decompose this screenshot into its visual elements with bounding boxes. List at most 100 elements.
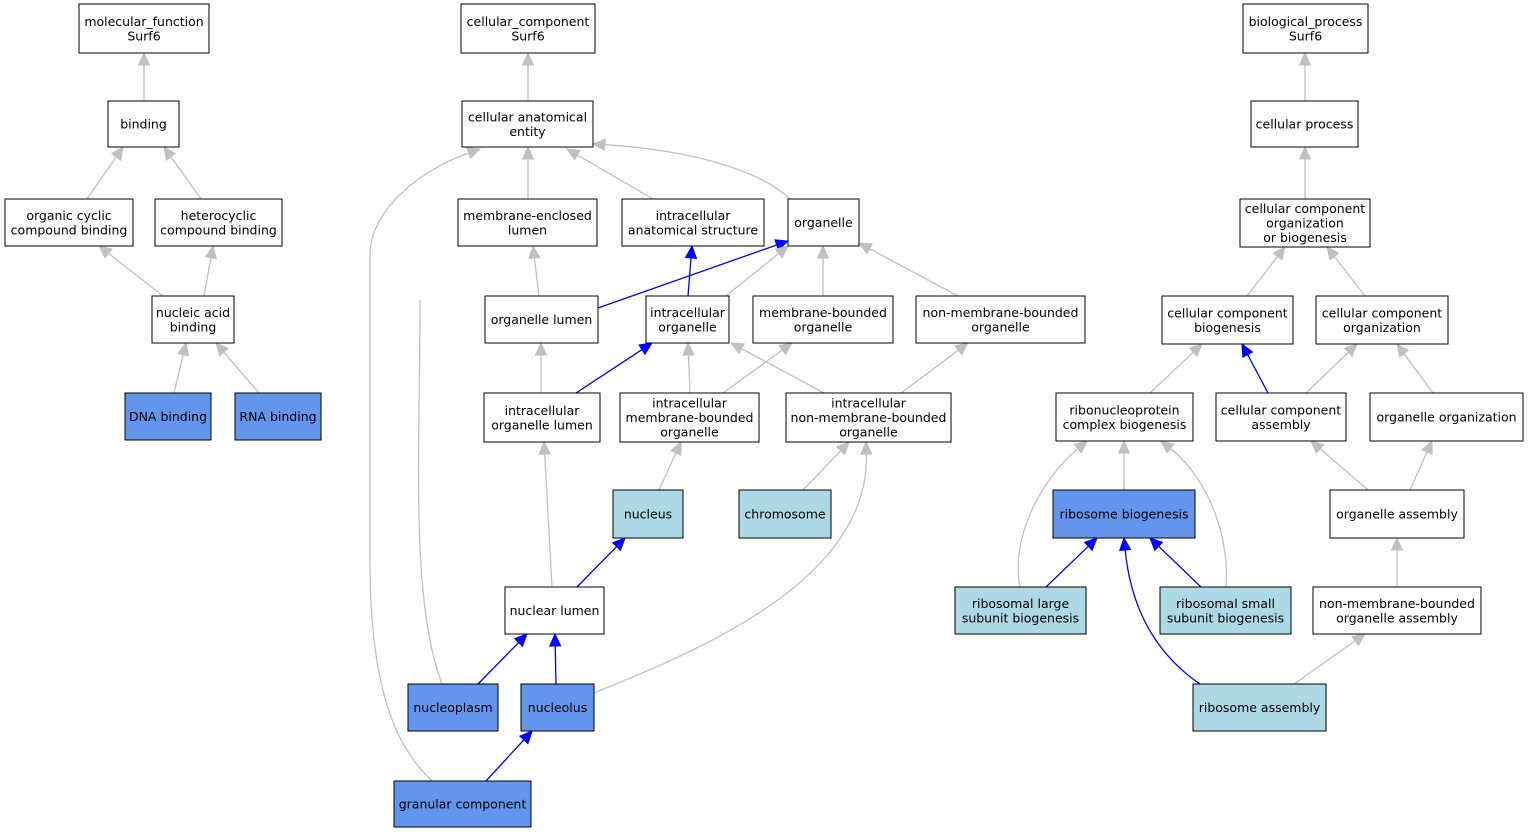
node-label: non-membrane-bounded: [923, 305, 1079, 320]
edge-line: [86, 156, 117, 200]
arrowhead-icon: [638, 342, 654, 356]
edge-oo-to-cco: [1396, 343, 1434, 394]
go-term-node-rb[interactable]: ribosome biogenesis: [1052, 489, 1196, 539]
arrowhead-icon: [1298, 145, 1312, 160]
edge-rlsb-to-rb: [1045, 537, 1098, 588]
node-box: [787, 198, 860, 247]
go-term-node-nucleoplasm[interactable]: nucleoplasm: [407, 683, 499, 732]
go-term-node-org[interactable]: organelle: [787, 198, 860, 247]
node-label: membrane-enclosed: [463, 208, 592, 223]
node-label: Surf6: [1289, 28, 1322, 43]
go-term-node-ra[interactable]: ribosome assembly: [1192, 683, 1327, 732]
node-box: [520, 683, 595, 732]
arrowhead-icon: [1351, 633, 1366, 647]
node-label: nucleic acid: [156, 305, 230, 320]
go-term-node-oa[interactable]: organelle assembly: [1329, 489, 1465, 539]
edge-ccb-to-ccob: [1246, 246, 1286, 297]
arrowhead-icon: [774, 245, 789, 259]
node-label: nuclear lumen: [510, 603, 600, 618]
edge-granular-to-nucleolus: [485, 730, 533, 782]
edge-line: [1017, 448, 1079, 588]
edge-line: [477, 642, 520, 685]
go-term-node-rnab[interactable]: RNA binding: [234, 392, 322, 441]
edge-line: [1169, 447, 1228, 588]
edge-chromosome-to-inmbo: [802, 441, 850, 491]
go-term-node-cp[interactable]: cellular process: [1250, 100, 1359, 148]
node-label: heterocyclic: [181, 208, 257, 223]
go-term-node-binding[interactable]: binding: [107, 100, 180, 148]
node-label: organelle lumen: [491, 417, 593, 432]
edge-line: [1045, 545, 1089, 588]
arrowhead-icon: [1390, 536, 1404, 551]
arrowhead-icon: [98, 245, 113, 259]
go-term-node-nuclum[interactable]: nuclear lumen: [504, 586, 605, 635]
arrowhead-icon: [611, 537, 626, 552]
node-label: cellular anatomical: [468, 109, 587, 124]
node-box: [483, 392, 601, 443]
node-label: intracellular: [650, 305, 726, 320]
edge-rnab-to-nab: [215, 342, 260, 394]
node-label: RNA binding: [239, 409, 316, 424]
edge-imbo-to-io: [682, 341, 695, 394]
node-box: [621, 198, 765, 247]
go-term-node-nucleus[interactable]: nucleus: [612, 489, 684, 539]
node-label: Surf6: [127, 28, 160, 43]
node-box: [1159, 586, 1292, 635]
node-box: [461, 100, 594, 148]
go-term-node-dnab[interactable]: DNA binding: [124, 392, 212, 441]
edge-rb-to-rcb: [1117, 439, 1131, 490]
node-label: organelle: [794, 215, 853, 230]
arrowhead-icon: [1149, 537, 1164, 552]
edge-line: [722, 349, 783, 394]
edge-line: [1149, 351, 1194, 394]
go-term-node-inmbo[interactable]: intracellularnon-membrane-boundedorganel…: [785, 392, 952, 443]
arrowhead-icon: [1073, 440, 1088, 454]
edge-io-to-org: [725, 245, 789, 297]
arrowhead-icon: [1343, 343, 1358, 358]
node-box: [504, 586, 605, 635]
go-term-node-orgl[interactable]: organelle lumen: [484, 295, 599, 344]
go-term-node-chromosome[interactable]: chromosome: [738, 489, 832, 539]
node-box: [1239, 198, 1371, 248]
edge-line: [1246, 256, 1279, 297]
edge-nab-to-ocb: [98, 245, 164, 297]
node-box: [78, 3, 210, 54]
edge-line: [593, 453, 867, 694]
go-term-node-nucleolus[interactable]: nucleolus: [520, 683, 595, 732]
node-label: organization: [1266, 216, 1344, 231]
edge-io-to-ias: [684, 244, 698, 297]
edge-nab-to-hcb: [203, 244, 217, 297]
node-box: [1192, 683, 1327, 732]
edge-line: [687, 257, 692, 297]
arrowhead-icon: [137, 51, 151, 66]
node-box: [124, 392, 212, 441]
node-label: intracellular: [831, 396, 907, 411]
go-term-node-granular[interactable]: granular component: [393, 780, 532, 828]
go-term-node-oo[interactable]: organelle organization: [1369, 392, 1524, 442]
arrowhead-icon: [538, 440, 552, 455]
edge-line: [554, 645, 557, 685]
